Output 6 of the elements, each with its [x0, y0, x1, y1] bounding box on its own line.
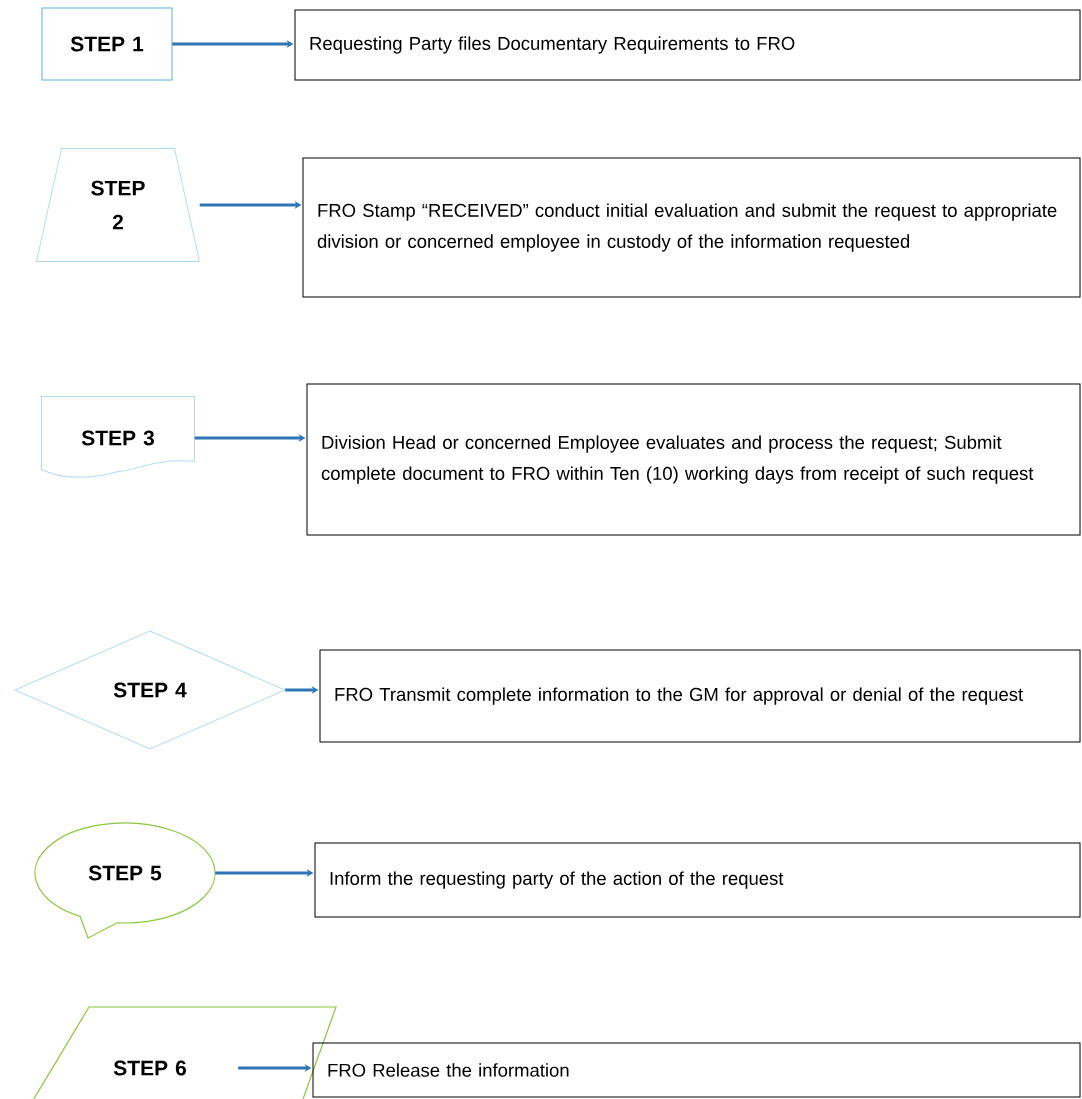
process-box: Inform the requesting party of the action of the request: [314, 842, 1081, 918]
process-box: Division Head or concerned Employee evaluates and process the request; Submit complete document to FRO within Ten (10) working days from receipt of such request: [306, 383, 1081, 536]
process-box: FRO Stamp “RECEIVED” conduct initial evaluation and submit the request to appropriate division or concerned employee in custody of the information requested: [302, 157, 1081, 298]
process-box: Requesting Party files Documentary Requirements to FRO: [294, 9, 1081, 81]
process-box: FRO Transmit complete information to the GM for approval or denial of the request: [319, 649, 1081, 743]
process-box: FRO Release the information: [312, 1042, 1081, 1098]
